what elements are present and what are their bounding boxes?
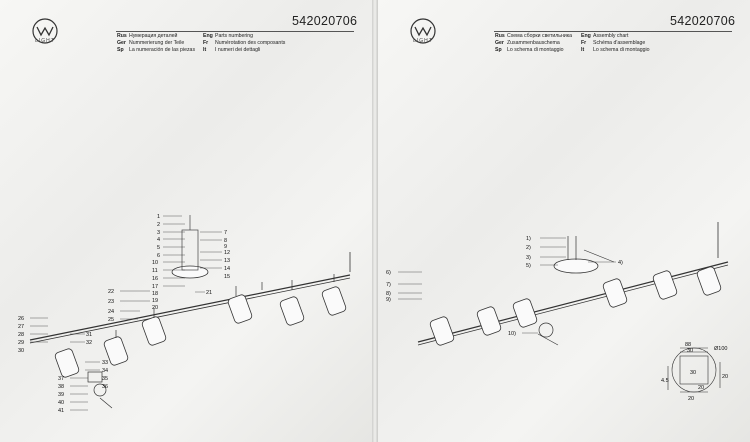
step-label: 4)	[618, 260, 623, 266]
step-label: 2)	[526, 245, 531, 251]
header-rule	[494, 31, 732, 32]
part-number: 29	[18, 340, 24, 346]
part-number: 15	[224, 274, 230, 280]
dimension-label: 30	[687, 348, 693, 354]
dimension-label: 88	[685, 342, 691, 348]
spotlight-group	[429, 266, 722, 346]
dimension-label: 20	[688, 396, 694, 402]
part-number: 10	[152, 260, 158, 266]
part-number: 5	[157, 245, 160, 251]
part-number: 6	[157, 253, 160, 259]
part-number: 8	[224, 238, 227, 244]
step-label: 1)	[526, 236, 531, 242]
part-number: 38	[58, 384, 64, 390]
part-number: 4	[157, 237, 160, 243]
dimension-label: Ø100	[714, 346, 727, 352]
part-number: 12	[224, 250, 230, 256]
dimension-detail	[667, 347, 721, 393]
part-number: 32	[86, 340, 92, 346]
step-label: 8)	[386, 291, 391, 297]
part-number: 28	[18, 332, 24, 338]
part-number: 40	[58, 400, 64, 406]
part-number: 14	[224, 266, 230, 272]
step-label: 6)	[386, 270, 391, 276]
part-number: 34	[102, 368, 108, 374]
part-number: 7	[224, 230, 227, 236]
part-number: 3	[157, 230, 160, 236]
dimension-label: 4.5	[661, 378, 669, 384]
part-number: 23	[108, 299, 114, 305]
step-label: 5)	[526, 263, 531, 269]
dimension-label: 30	[690, 370, 696, 376]
part-number: 33	[102, 360, 108, 366]
part-number: 22	[108, 289, 114, 295]
part-number: 26	[18, 316, 24, 322]
part-number: 18	[152, 291, 158, 297]
step-label: 9)	[386, 297, 391, 303]
part-number: 9	[224, 244, 227, 250]
product-code: 542020706	[670, 14, 736, 28]
part-number: 21	[206, 290, 212, 296]
part-number: 13	[224, 258, 230, 264]
part-number: 24	[108, 309, 114, 315]
brand-logo-icon	[410, 18, 436, 44]
step-label: 10)	[508, 331, 516, 337]
part-number: 39	[58, 392, 64, 398]
part-number: 36	[102, 384, 108, 390]
part-number: 25	[108, 317, 114, 323]
part-number: 2	[157, 222, 160, 228]
part-number: 31	[86, 332, 92, 338]
dimension-label: 20	[698, 385, 704, 391]
part-number: 35	[102, 376, 108, 382]
assembly-diagram: 88 30 Ø100 20 30 20 4.5 20 1) 2) 3) 4)	[386, 222, 729, 402]
part-number: 41	[58, 408, 64, 414]
spotlight-group	[54, 286, 347, 378]
part-number: 37	[58, 376, 64, 382]
part-number: 20	[152, 305, 158, 311]
header-rule	[116, 31, 354, 32]
brand-name: LIGHT	[35, 38, 55, 44]
dimension-label: 20	[722, 374, 728, 380]
brand-name: LIGHT	[413, 38, 433, 44]
part-number: 16	[152, 276, 158, 282]
exploded-view-diagram: 1 2 3 4 5 6 7 8 9 10 11 12 13 14 15 16 1…	[18, 214, 351, 414]
part-number: 30	[18, 348, 24, 354]
brand-logo-icon	[32, 18, 58, 44]
page-fold	[372, 0, 378, 442]
part-number: 27	[18, 324, 24, 330]
step-label: 7)	[386, 282, 391, 288]
step-label: 3)	[526, 255, 531, 261]
part-number: 19	[152, 298, 158, 304]
part-number: 1	[157, 214, 160, 220]
part-number: 17	[152, 284, 158, 290]
product-code: 542020706	[292, 14, 358, 28]
part-number: 11	[152, 268, 158, 274]
